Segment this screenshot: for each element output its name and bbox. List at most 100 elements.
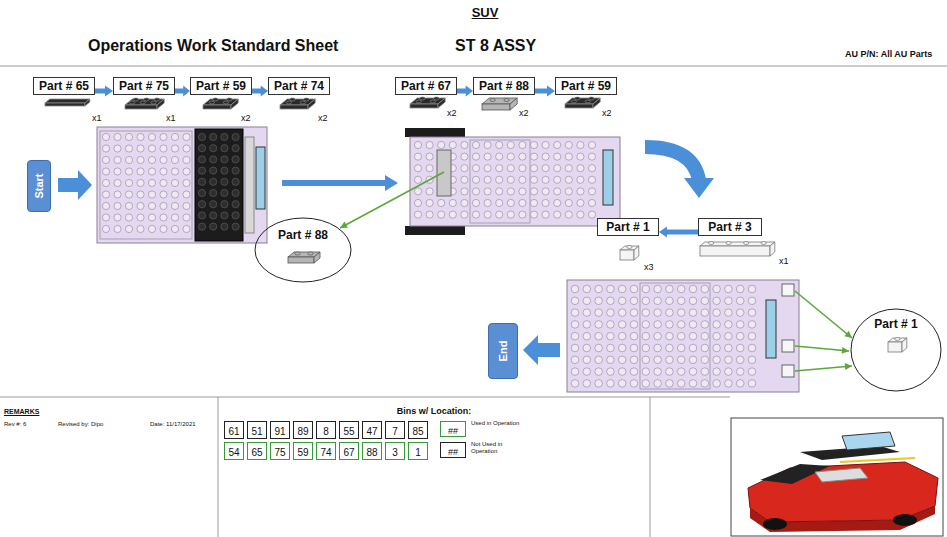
- legend-entry: Not Used in Operation: [471, 441, 521, 455]
- stud: [725, 368, 733, 376]
- stud: [713, 321, 721, 329]
- stud: [571, 332, 579, 340]
- stud: [748, 285, 756, 293]
- stud: [666, 321, 674, 329]
- stud: [630, 368, 638, 376]
- brick-icon-stud: [726, 242, 731, 245]
- clip-icon-stud: [308, 252, 313, 255]
- stud: [554, 165, 561, 172]
- terminal-box: Start: [27, 160, 51, 212]
- stud: [736, 309, 744, 317]
- sheet-heading: Operations Work Standard Sheet: [88, 37, 338, 54]
- brick-icon-front: [700, 246, 770, 256]
- stud: [519, 188, 526, 195]
- stud: [677, 380, 685, 388]
- stud: [618, 309, 626, 317]
- legend-sample-slot: ##: [440, 442, 466, 458]
- stud: [748, 332, 756, 340]
- tile-icon-side: [85, 99, 90, 106]
- stud: [426, 211, 433, 218]
- stud: [125, 214, 132, 221]
- stud: [496, 176, 503, 183]
- stud: [507, 211, 514, 218]
- stud: [565, 153, 572, 160]
- plate-icon-stud: [144, 98, 149, 101]
- stud: [472, 153, 479, 160]
- part-label-box: Part # 88: [473, 77, 535, 95]
- brick-icon-side: [902, 338, 907, 352]
- stud: [583, 297, 591, 305]
- black-stud: [210, 133, 217, 140]
- black-stud: [221, 178, 228, 185]
- tile-icon-top: [45, 99, 90, 103]
- stud: [137, 133, 144, 140]
- stud: [414, 199, 421, 206]
- stud: [148, 214, 155, 221]
- black-plate: [405, 226, 465, 235]
- stud: [484, 199, 491, 206]
- plate-icon-stud: [213, 98, 218, 101]
- bin-cell: 47: [366, 426, 377, 437]
- stud: [701, 368, 709, 376]
- stud: [630, 321, 638, 329]
- stud: [571, 368, 579, 376]
- stud: [618, 285, 626, 293]
- stud: [137, 179, 144, 186]
- black-stud: [198, 156, 205, 163]
- stud: [114, 202, 121, 209]
- stud: [607, 356, 615, 364]
- bin-cell-slot: 54: [224, 442, 244, 460]
- stud: [689, 297, 697, 305]
- bin-cell: 55: [343, 426, 354, 437]
- stud: [630, 332, 638, 340]
- stud: [618, 368, 626, 376]
- plate-icon-stud: [300, 101, 305, 104]
- stud: [607, 321, 615, 329]
- bin-cell-slot: 67: [339, 442, 359, 460]
- stud: [666, 285, 674, 293]
- stud: [160, 202, 167, 209]
- bin-cell: 67: [343, 447, 354, 458]
- part-label-box: Part # 75: [113, 77, 175, 95]
- stud: [642, 344, 650, 352]
- leader-line: [795, 346, 849, 351]
- stud: [571, 309, 579, 317]
- stud: [583, 309, 591, 317]
- clip-icon-side: [510, 98, 517, 110]
- stud: [461, 153, 468, 160]
- quantity-slot: x2: [318, 107, 328, 125]
- stud: [725, 356, 733, 364]
- part-number: Part # 88: [479, 78, 529, 94]
- stud: [565, 188, 572, 195]
- stud: [607, 285, 615, 293]
- stud: [583, 368, 591, 376]
- part-label-box: Part # 74: [268, 77, 330, 95]
- stud: [102, 191, 109, 198]
- plate-icon-stud: [430, 100, 435, 103]
- stud: [414, 153, 421, 160]
- stud: [654, 309, 662, 317]
- leader-arrowhead: [842, 347, 849, 354]
- quantity: x1: [92, 113, 102, 123]
- bin-cell: 91: [274, 426, 285, 437]
- stud: [484, 153, 491, 160]
- stud: [183, 179, 190, 186]
- stud: [588, 165, 595, 172]
- stud: [577, 176, 584, 183]
- stud: [148, 133, 155, 140]
- stud: [654, 332, 662, 340]
- stud: [713, 380, 721, 388]
- black-stud: [198, 212, 205, 219]
- stud: [577, 141, 584, 148]
- legend-sample: ##: [448, 426, 458, 436]
- stud: [571, 297, 579, 305]
- black-stud: [221, 133, 228, 140]
- callout-text: Part # 88: [254, 228, 352, 242]
- quantity-slot: x2: [241, 107, 251, 125]
- flow-connector: [175, 86, 190, 97]
- stud: [583, 380, 591, 388]
- stud: [736, 344, 744, 352]
- stud: [125, 202, 132, 209]
- quantity: x2: [447, 108, 457, 118]
- black-stud: [198, 133, 239, 230]
